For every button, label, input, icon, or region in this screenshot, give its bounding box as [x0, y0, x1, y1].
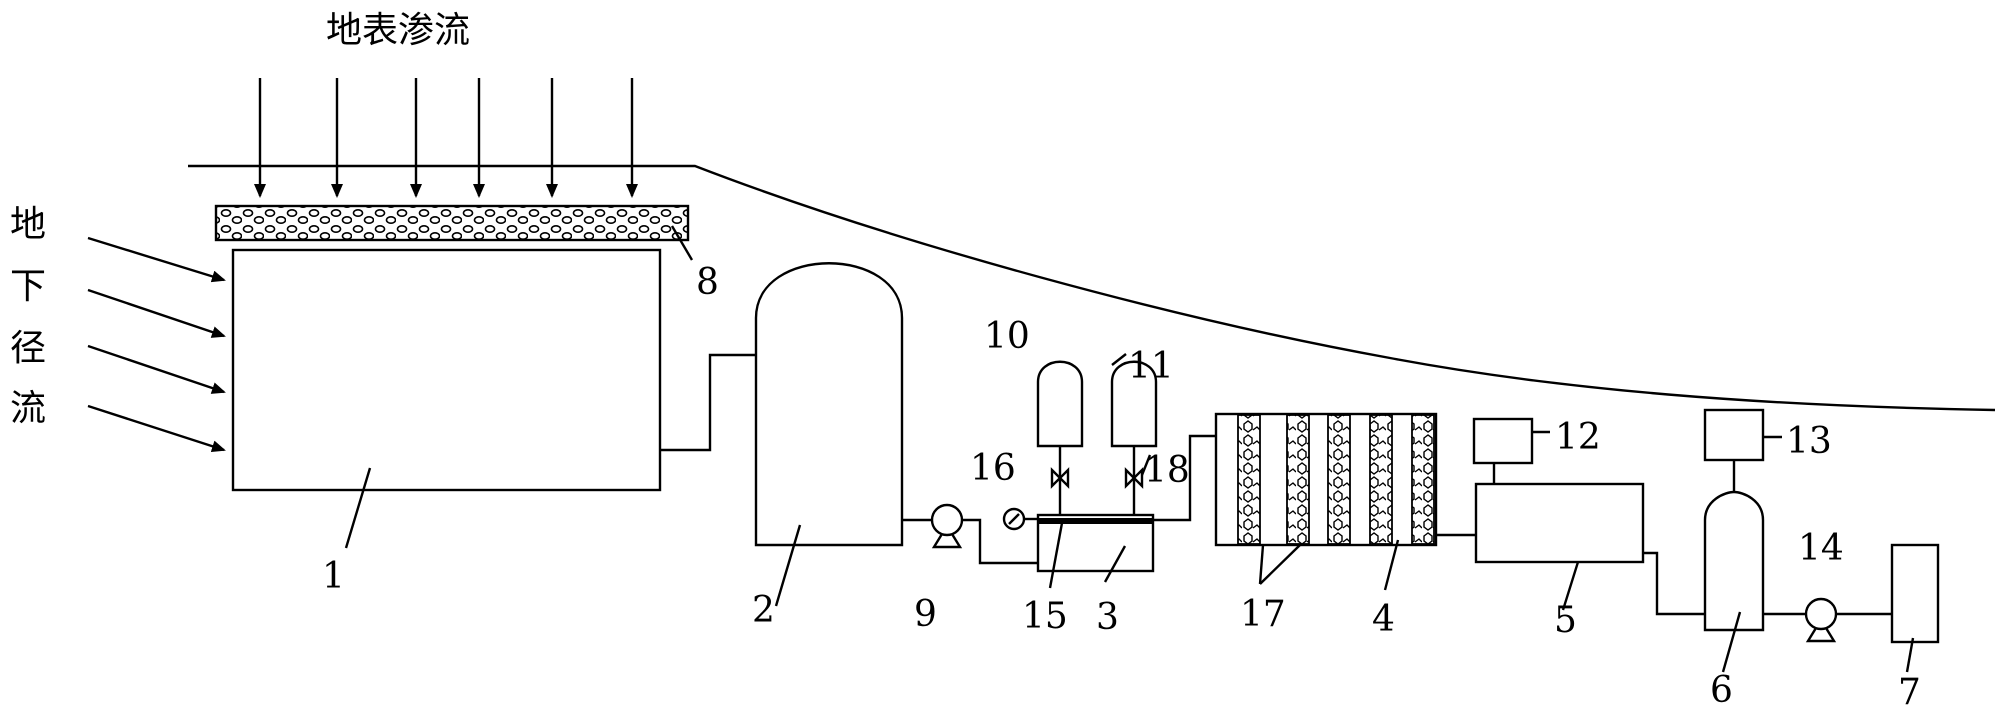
label-13: 13 [1786, 421, 1832, 462]
pump-14 [1804, 597, 1838, 643]
reagent-tank-11 [1110, 360, 1158, 448]
storage-tank-6 [1703, 490, 1765, 632]
underground-runoff-char-1: 地 [10, 204, 46, 245]
dosing-line-11 [1124, 446, 1144, 515]
label-4: 4 [1372, 599, 1395, 640]
dosing-line-10 [1050, 446, 1070, 515]
label-16: 16 [970, 448, 1016, 489]
surface-seepage-arrows [254, 78, 638, 198]
settling-tank [754, 262, 904, 547]
collection-tank [231, 248, 662, 492]
surface-seepage-label: 地表渗流 [326, 10, 470, 51]
label-3: 3 [1096, 597, 1119, 638]
pipe-tank5-to-tank6 [1643, 551, 1705, 616]
stirrer-motor [1472, 417, 1534, 465]
label-17: 17 [1240, 594, 1286, 635]
label-6: 6 [1710, 670, 1733, 710]
label-5: 5 [1554, 600, 1577, 641]
label-8: 8 [696, 262, 719, 303]
pressure-gauge-icon [1002, 507, 1038, 531]
label-11: 11 [1128, 346, 1174, 387]
mixing-tank [1474, 482, 1645, 564]
ground-surface-line [188, 164, 1995, 412]
label-7: 7 [1898, 672, 1921, 710]
reagent-tank-10 [1036, 360, 1084, 448]
pipe-tank1-to-tank2 [660, 353, 756, 452]
label-14: 14 [1798, 528, 1844, 569]
label-10: 10 [984, 316, 1030, 357]
label-9: 9 [914, 594, 937, 635]
pipe-reactor-to-filter [1153, 434, 1216, 522]
pipe-pump-to-reactor [962, 518, 1040, 565]
gravel-layer [214, 204, 690, 242]
underground-runoff-char-3: 径 [10, 328, 46, 369]
underground-runoff-char-4: 流 [10, 388, 46, 429]
pump-9 [930, 503, 964, 549]
label-12: 12 [1555, 417, 1601, 458]
leader-lines [344, 225, 1915, 673]
label-15: 15 [1022, 596, 1068, 637]
device-13 [1703, 408, 1765, 462]
underground-runoff-char-2: 下 [10, 266, 46, 307]
filter-media-layers [1237, 414, 1435, 545]
underground-runoff-arrows [87, 236, 226, 453]
outlet-tank [1890, 543, 1940, 644]
label-18: 18 [1144, 450, 1190, 491]
label-1: 1 [322, 556, 345, 597]
label-2: 2 [752, 590, 775, 631]
